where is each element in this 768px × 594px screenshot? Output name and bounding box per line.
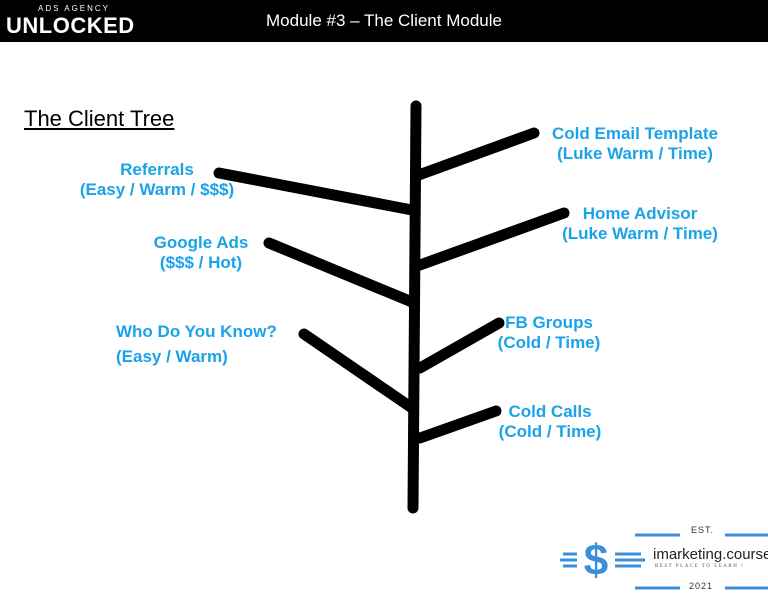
label-who-do-you-know: Who Do You Know?(Easy / Warm) — [116, 322, 277, 366]
module-title: Module #3 – The Client Module — [266, 11, 502, 30]
logo-tagline: ADS AGENCY — [38, 4, 111, 13]
slide-title: The Client Tree — [24, 106, 175, 131]
branch-home-advisor — [414, 207, 570, 271]
label-cold-email: Cold Email Template(Luke Warm / Time) — [552, 124, 718, 163]
label-fb-groups: FB Groups(Cold / Time) — [497, 313, 601, 352]
brand-name: imarketing.courses — [653, 546, 768, 563]
brand-year: 2021 — [689, 581, 714, 591]
label-cold-calls: Cold Calls(Cold / Time) — [498, 402, 602, 441]
brand-tagline: BEST PLACE TO LEARN ! — [655, 564, 745, 569]
label-home-advisor: Home Advisor(Luke Warm / Time) — [562, 204, 718, 243]
brand-logo: $ EST. imarketing.courses BEST PLACE TO … — [555, 520, 768, 594]
branch-cold-calls — [414, 405, 502, 444]
label-google-ads: Google Ads($$$ / Hot) — [153, 233, 249, 272]
branch-who-do-you-know — [298, 328, 418, 414]
svg-text:$: $ — [584, 536, 608, 585]
dollar-icon: $ — [560, 533, 768, 590]
branch-cold-email — [410, 127, 540, 182]
branch-fb-groups — [414, 317, 505, 374]
branch-referrals — [213, 167, 418, 216]
branch-google-ads — [263, 237, 418, 308]
brand-est: EST. — [691, 525, 715, 535]
logo: UNLOCKED — [6, 13, 135, 38]
header-bar: ADS AGENCY UNLOCKED Module #3 – The Clie… — [0, 0, 768, 42]
label-referrals: Referrals(Easy / Warm / $$$) — [79, 160, 235, 199]
